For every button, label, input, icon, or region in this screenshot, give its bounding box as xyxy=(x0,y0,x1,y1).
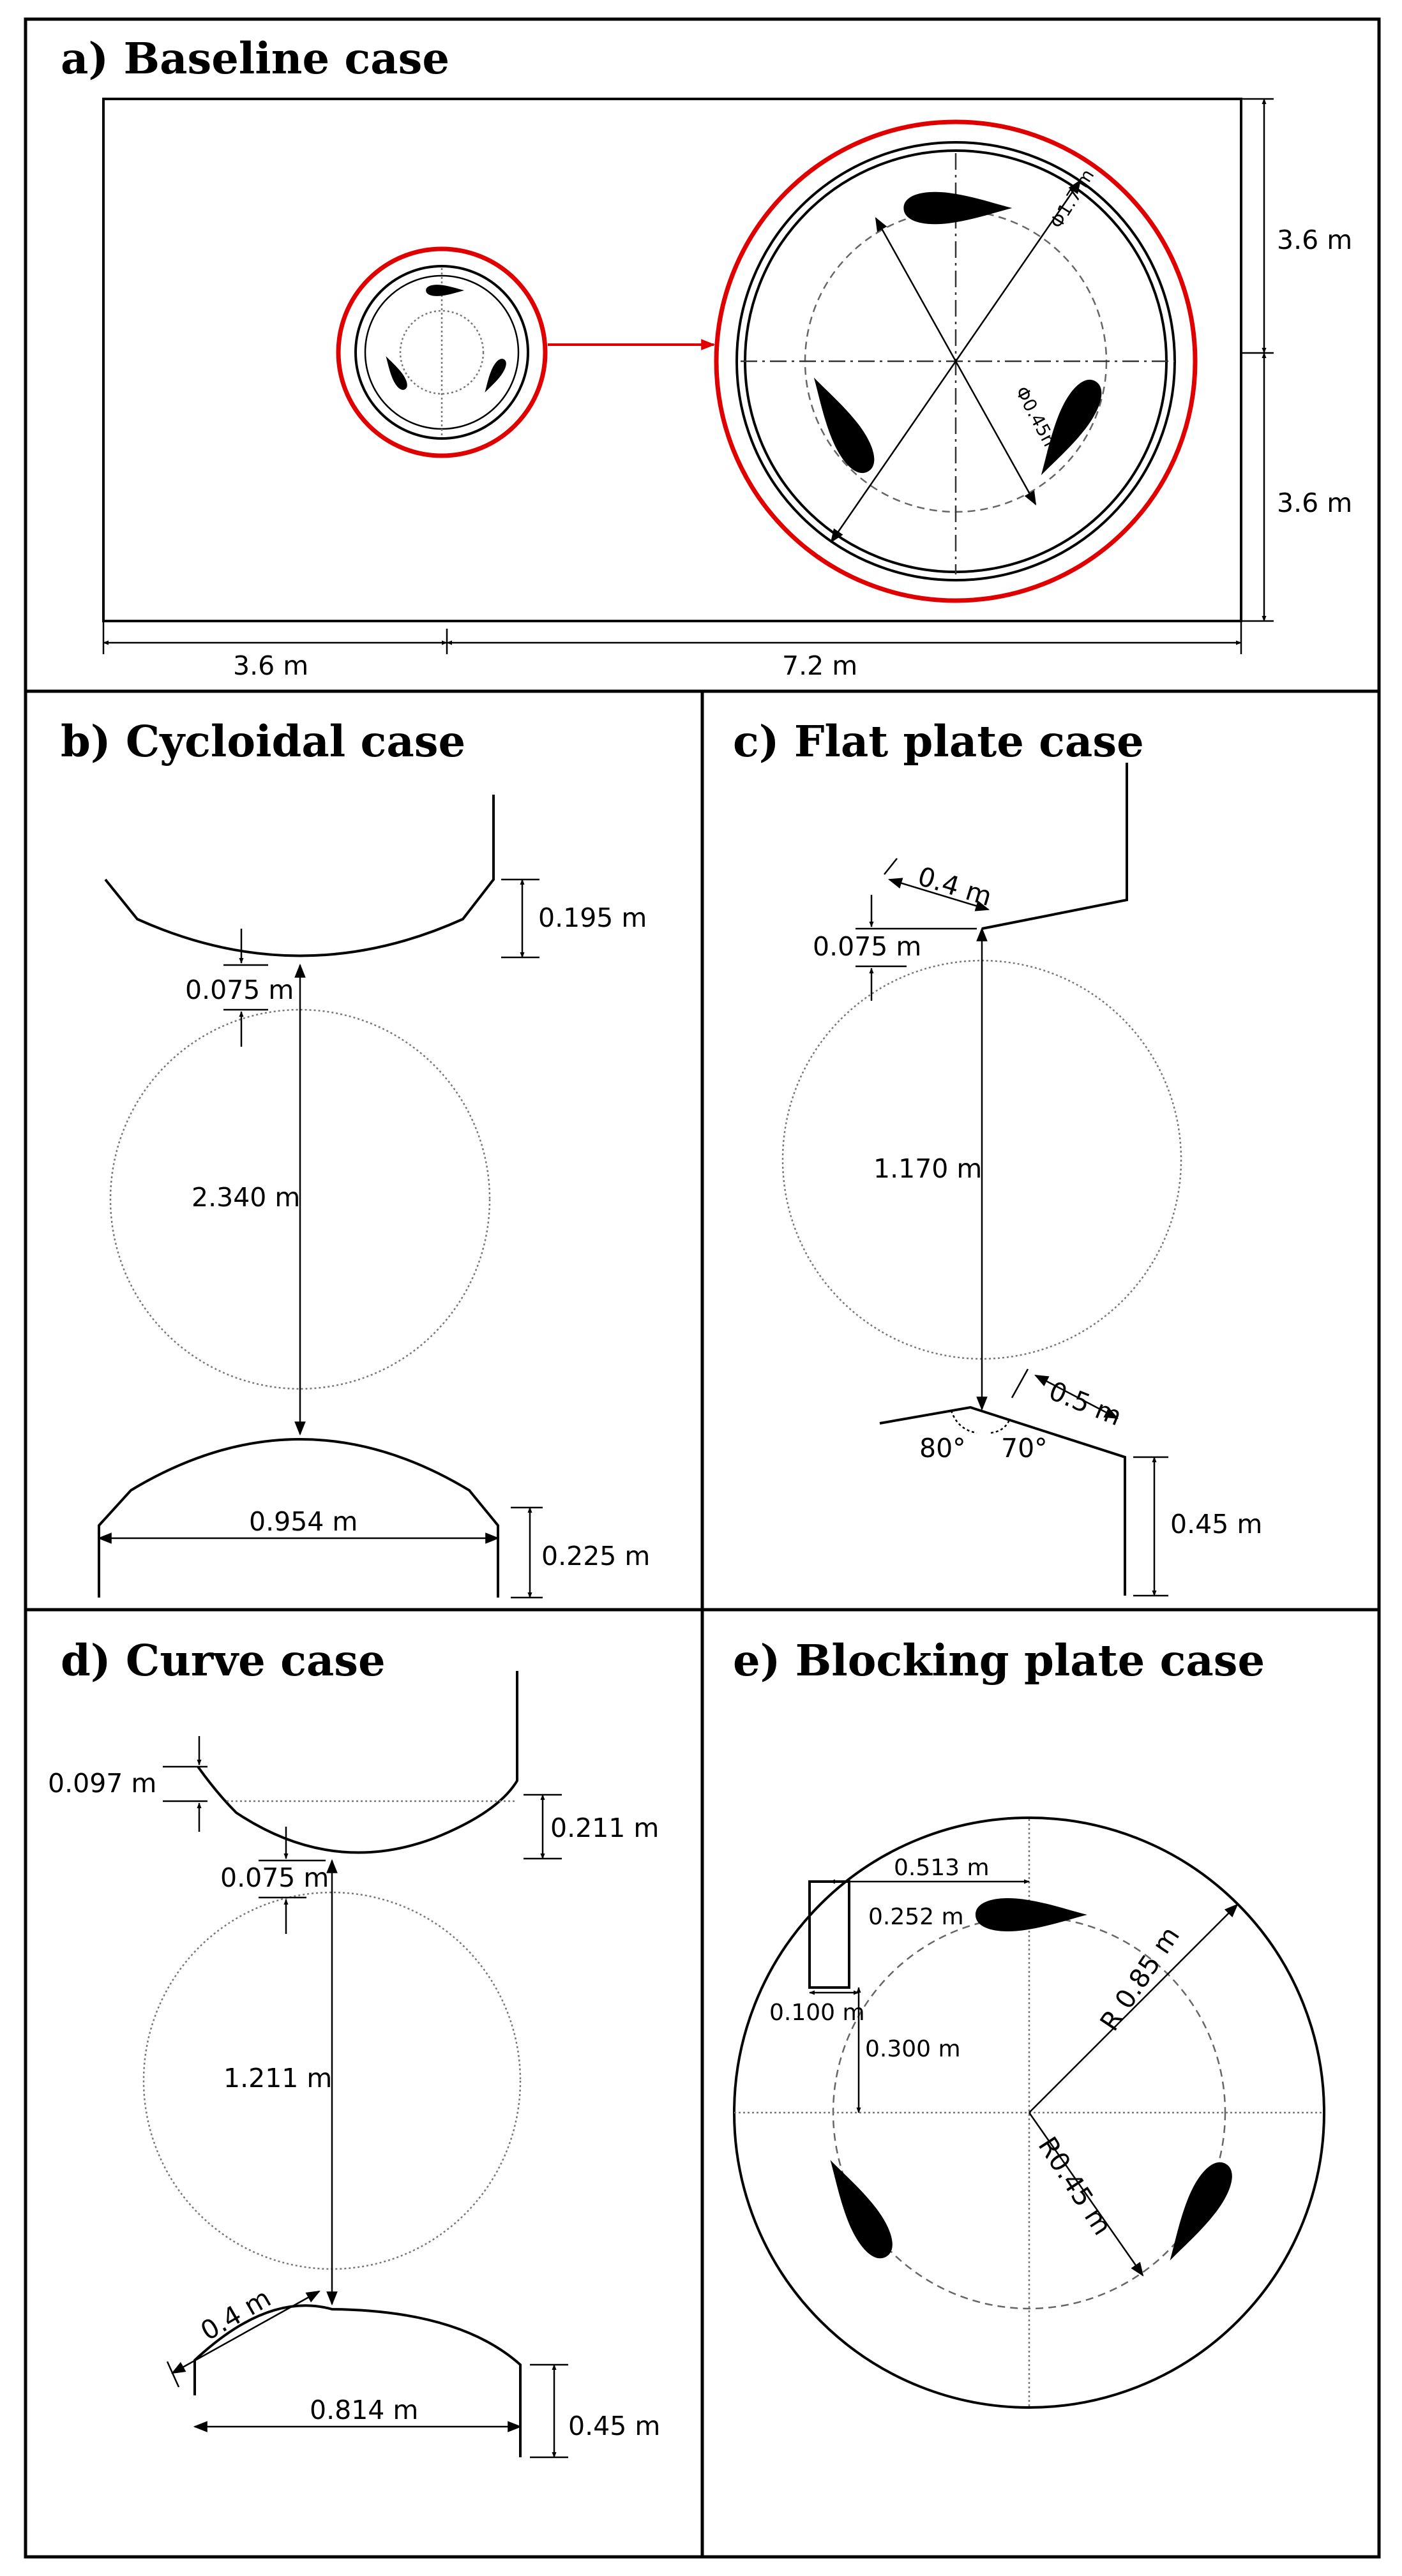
top-guide xyxy=(197,1671,518,1854)
blade-icon xyxy=(976,1898,1087,1931)
bottom-width-label: 0.954 m xyxy=(249,1506,358,1537)
plate-gap-label: 0.300 m xyxy=(865,2036,961,2062)
plate-offset-label: 0.513 m xyxy=(894,1855,990,1881)
blade-icon xyxy=(1155,2155,1240,2269)
bottom-plate xyxy=(879,1405,1126,1596)
rotor-circle xyxy=(781,959,1182,1360)
width-right-label: 7.2 m xyxy=(782,650,857,681)
panel-e-title: e) Blocking plate case xyxy=(733,1635,1265,1686)
span-label: 1.211 m xyxy=(223,2063,332,2093)
gap-label: 0.075 m xyxy=(185,975,294,1005)
blocking-plate xyxy=(808,1880,850,1989)
angle-right-label: 70° xyxy=(1001,1433,1048,1464)
span-label: 2.340 m xyxy=(192,1182,300,1213)
panel-frames xyxy=(24,17,1381,2559)
bottom-height-label: 0.45 m xyxy=(1170,1509,1262,1539)
panel-b-title: b) Cycloidal case xyxy=(61,716,465,767)
angle-left-label: 80° xyxy=(919,1433,966,1464)
height-dims: 3.6 m 3.6 m xyxy=(1241,98,1352,622)
top-guide xyxy=(104,795,495,957)
plate-length-label: 0.252 m xyxy=(868,1904,964,1930)
bottom-plate-label: 0.5 m xyxy=(1044,1375,1126,1432)
panel-b: b) Cycloidal case 2.340 m 0.075 m 0.195 … xyxy=(61,716,650,1599)
panel-d-title: d) Curve case xyxy=(61,1635,386,1686)
panel-a: a) Baseline case xyxy=(61,33,1352,681)
height-lower-label: 3.6 m xyxy=(1277,488,1352,518)
panel-c-title: c) Flat plate case xyxy=(733,716,1144,767)
bottom-guide xyxy=(98,1438,499,1598)
rotor-circle xyxy=(109,1008,491,1390)
bottom-height-label: 0.45 m xyxy=(568,2411,660,2441)
blade-icon xyxy=(799,369,882,480)
large-rotor: Φ1.7 m Φ0.45m xyxy=(714,119,1198,603)
bottom-height-label: 0.225 m xyxy=(541,1541,650,1571)
inner-radius-label: R0.45 m xyxy=(1032,2131,1118,2240)
blade-icon xyxy=(903,191,1013,225)
gap-label: 0.075 m xyxy=(220,1862,329,1893)
inner-dia-label: Φ0.45m xyxy=(1011,383,1064,456)
height-upper-label: 3.6 m xyxy=(1277,225,1352,255)
plate-width-label: 0.100 m xyxy=(769,2000,865,2026)
blade-icon xyxy=(426,285,465,296)
blade-icon xyxy=(479,356,509,396)
top-height-label: 0.195 m xyxy=(538,902,647,933)
top-plate xyxy=(981,763,1128,930)
bottom-guide xyxy=(193,2304,522,2457)
blade-icon xyxy=(815,2152,901,2265)
outer-radius-label: R 0.85 m xyxy=(1094,1921,1186,2037)
domain-rect xyxy=(102,98,1242,622)
width-left-label: 3.6 m xyxy=(233,650,308,681)
top-step-label: 0.097 m xyxy=(48,1768,156,1799)
panel-e: e) Blocking plate case 0.513 m 0.252 m 0… xyxy=(733,1635,1325,2409)
top-height-label: 0.211 m xyxy=(550,1813,659,1843)
top-plate-label: 0.4 m xyxy=(914,861,995,912)
panel-c: c) Flat plate case 1.170 m 0.4 m 0.075 m… xyxy=(733,716,1262,1597)
span-label: 1.170 m xyxy=(873,1153,982,1184)
panel-d: d) Curve case 1.211 m 0.097 m 0.211 m 0.… xyxy=(48,1635,660,2459)
small-rotor xyxy=(336,246,548,458)
width-dims: 3.6 m 7.2 m xyxy=(102,621,1242,681)
bottom-width-label: 0.814 m xyxy=(310,2395,418,2425)
gap-label: 0.075 m xyxy=(813,931,921,962)
panel-a-title: a) Baseline case xyxy=(61,33,449,84)
